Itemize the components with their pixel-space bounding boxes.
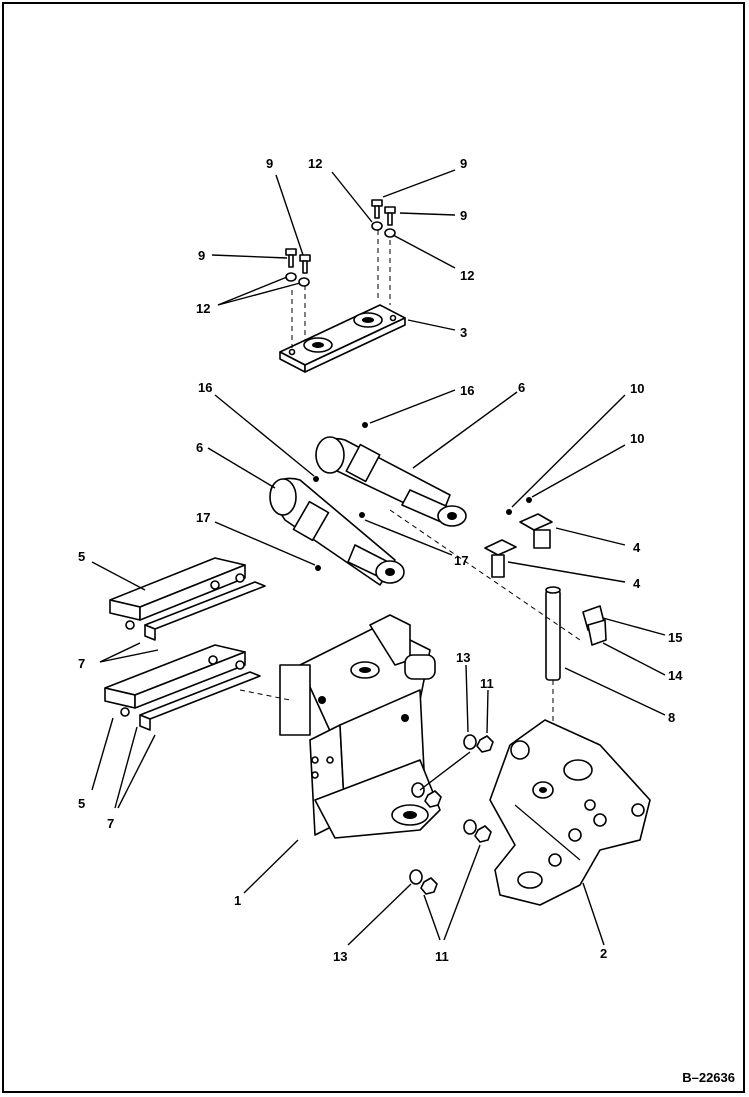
callout-11: 11 [435,949,449,964]
callout-13: 13 [456,650,470,665]
callout-labels: 9 12 9 9 9 12 12 3 16 16 6 10 10 6 17 17… [78,156,683,964]
pivot-pin [389,509,607,740]
callout-4: 4 [633,540,641,555]
bolts-and-washers [285,199,396,348]
callout-9: 9 [266,156,273,171]
callout-7: 7 [78,656,85,671]
swing-housing [489,719,651,906]
callout-16: 16 [198,380,212,395]
mounting-plate-part [279,304,406,373]
callout-10: 10 [630,431,644,446]
callout-9: 9 [460,156,467,171]
callout-17: 17 [196,510,210,525]
callout-11: 11 [480,676,494,691]
callout-17: 17 [454,553,468,568]
callout-10: 10 [630,381,644,396]
callout-2: 2 [600,946,607,961]
swing-frame [239,614,441,839]
callout-3: 3 [460,325,467,340]
callout-6: 6 [196,440,203,455]
callout-13: 13 [333,949,347,964]
callout-9: 9 [460,208,467,223]
callout-12: 12 [196,301,210,316]
leader-lines [91,169,666,946]
washers-and-nuts [409,734,494,895]
callout-7: 7 [107,816,114,831]
pin-brackets [484,497,553,578]
callout-6: 6 [518,380,525,395]
callout-12: 12 [308,156,322,171]
callout-5: 5 [78,549,85,564]
document-id: B–22636 [682,1070,735,1085]
callout-14: 14 [668,668,683,683]
callout-4: 4 [633,576,641,591]
swing-cylinder-lower [269,476,405,586]
swing-cylinder-upper [315,422,467,527]
callout-5: 5 [78,796,85,811]
guide-rails-lower [104,644,261,731]
callout-16: 16 [460,383,474,398]
callout-9: 9 [198,248,205,263]
callout-1: 1 [234,893,241,908]
callout-15: 15 [668,630,682,645]
callout-12: 12 [460,268,474,283]
guide-rails-upper [109,557,266,641]
callout-8: 8 [668,710,675,725]
